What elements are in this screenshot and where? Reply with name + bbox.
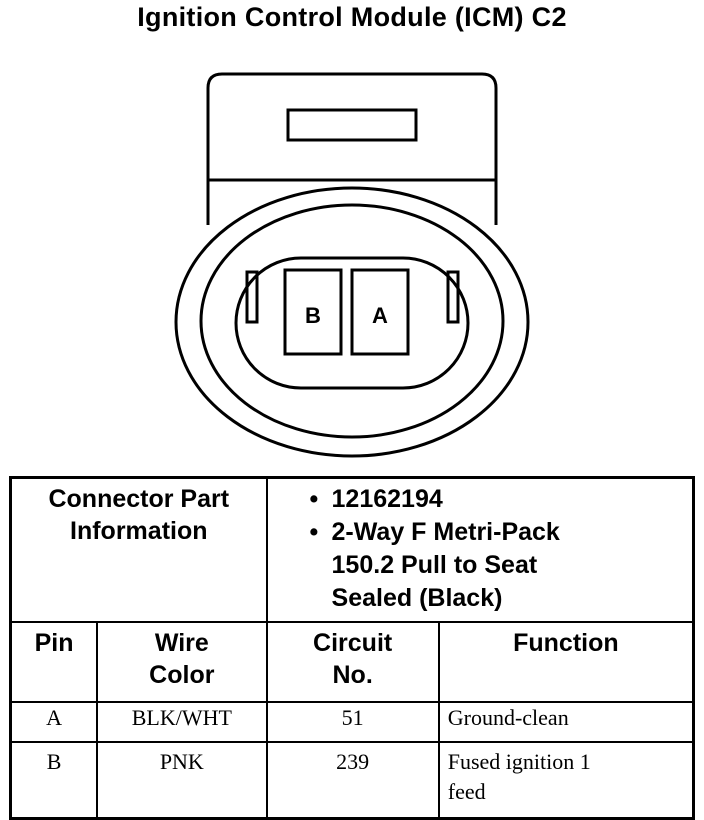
pin-cell: B: [9, 741, 99, 820]
connector-key-right: [446, 270, 460, 324]
connector-latch-housing: [206, 72, 498, 225]
column-header-circuit: Circuit No.: [265, 621, 440, 703]
part-info-values: 12162194 2-Way F Metri-Pack 150.2 Pull t…: [265, 476, 695, 623]
circuit-cell: 51: [265, 701, 440, 743]
pin-cell: A: [9, 701, 99, 743]
terminal-cavity-a: [350, 268, 410, 356]
part-info-row: Connector Part Information 12162194 2-Wa…: [9, 476, 695, 623]
connector-drawing: B A: [174, 72, 530, 458]
table-row: B PNK 239 Fused ignition 1 feed: [9, 741, 695, 820]
column-header-row: Pin Wire Color Circuit No. Function: [9, 621, 695, 703]
wire-color-cell: PNK: [96, 741, 268, 820]
pin-label-b: B: [305, 303, 321, 328]
part-number: 12162194: [310, 483, 692, 516]
terminal-cavity-b: [283, 268, 343, 356]
pin-label-a: A: [372, 303, 388, 328]
table-row: A BLK/WHT 51 Ground-clean: [9, 701, 695, 743]
diagram-title: Ignition Control Module (ICM) C2: [137, 2, 567, 32]
connector-cavity: [234, 256, 470, 390]
column-header-function: Function: [437, 621, 695, 703]
connector-outer-shell: [174, 186, 530, 458]
wire-color-cell: BLK/WHT: [96, 701, 268, 743]
connector-latch-tab: [286, 108, 418, 142]
column-header-wire-color: Wire Color: [96, 621, 268, 703]
part-info-label: Connector Part Information: [9, 476, 268, 623]
connector-info-table: Connector Part Information 12162194 2-Wa…: [9, 476, 695, 820]
circuit-cell: 239: [265, 741, 440, 820]
part-description: 2-Way F Metri-Pack 150.2 Pull to Seat Se…: [310, 516, 692, 615]
connector-key-left: [245, 270, 259, 324]
connector-seal-ring: [199, 203, 505, 439]
function-cell: Ground-clean: [437, 701, 695, 743]
function-cell: Fused ignition 1 feed: [437, 741, 695, 820]
column-header-pin: Pin: [9, 621, 99, 703]
